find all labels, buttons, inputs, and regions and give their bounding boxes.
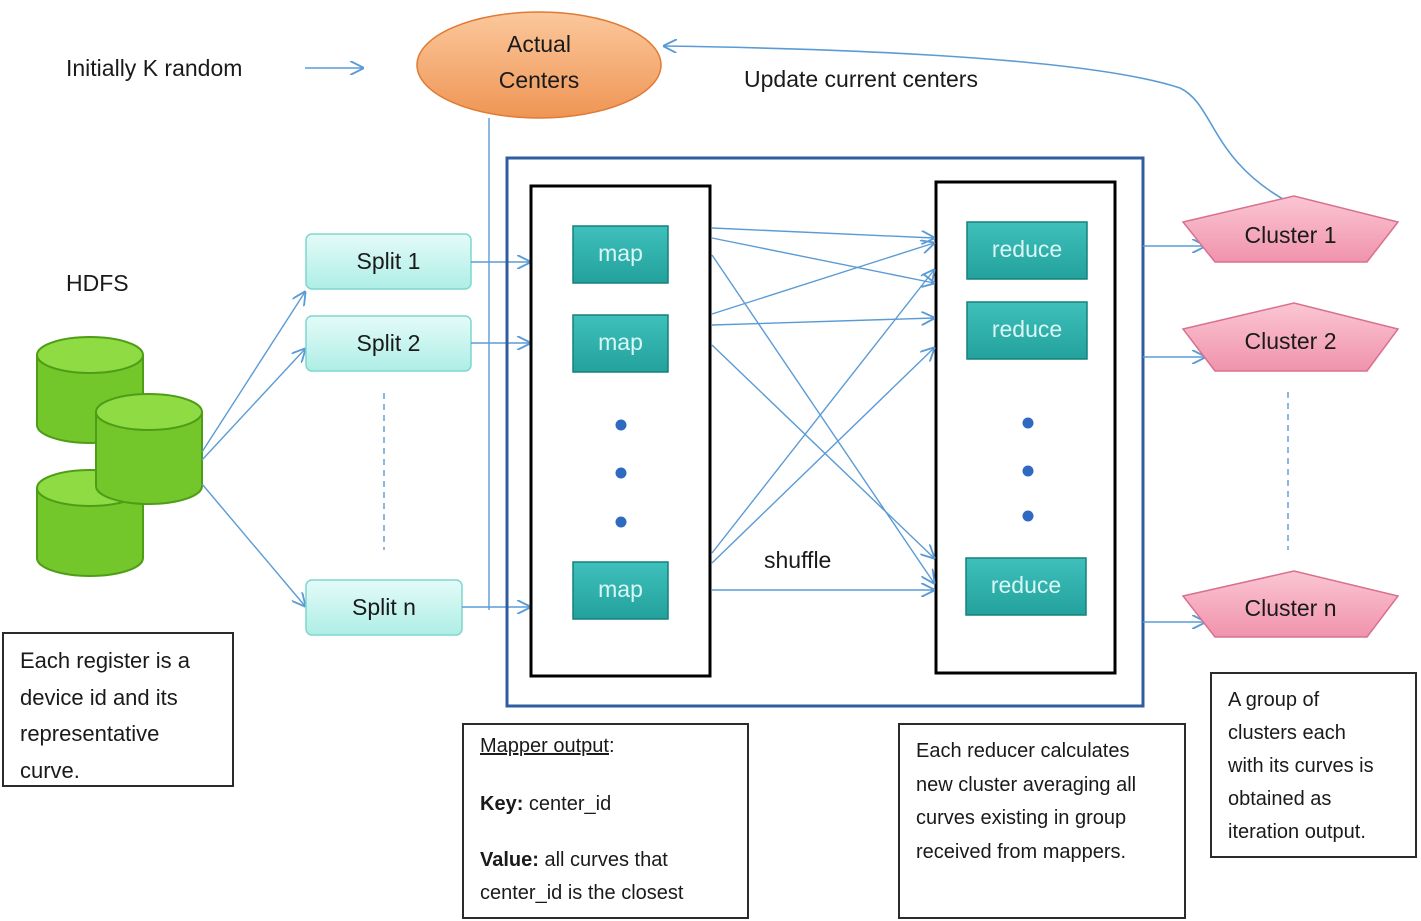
hdfs-to-split1-arrow [201,292,305,453]
reduce-box-2 [966,301,1088,360]
cluster-1-label: Cluster 1 [1244,222,1337,248]
cluster-note-line: iteration output. [1228,821,1366,843]
register-note-box: Each register is a device id and its rep… [2,632,234,787]
mapper-value-text: all curves that [538,849,668,871]
reducer-note-line: received from mappers. [916,840,1127,863]
cluster-note-line: with its curves is [1228,755,1374,777]
register-note-line: device id and its [20,684,178,710]
map-box-1 [572,225,669,284]
hdfs-label: HDFS [66,270,129,296]
reduce-box-1 [966,221,1088,280]
initially-k-random-label: Initially K random [66,55,243,81]
reducer-note-line: Each reducer calculates [916,740,1130,762]
map-ellipsis-dot [615,467,627,479]
reduce-n-label: reduce [990,572,1062,598]
reduce-ellipsis-dot [1022,417,1034,429]
reducer-note-box: Each reducer calculates new cluster aver… [898,723,1186,919]
cluster-note-box: A group of clusters each with its curves… [1210,672,1417,858]
cluster-n-label: Cluster n [1244,595,1337,621]
mapper-output-note-box: Mapper output: Key: center_id Value: all… [462,723,749,919]
mapper-value-text-line2: center_id is the closest [480,882,684,904]
hdfs-database-icon [36,336,203,577]
shuffle-label: shuffle [764,547,832,573]
register-note-line: curve. [20,757,80,783]
split-2-label: Split 2 [356,330,421,356]
reduce-ellipsis-dot [1022,465,1034,477]
actual-centers-label-line1: Actual [507,31,571,57]
map-n-label: map [598,576,643,602]
cluster-note-line: A group of [1228,689,1320,711]
map-2-label: map [598,329,643,355]
hdfs-to-splitn-arrow [201,483,305,606]
actual-centers-ellipse [416,11,662,119]
mapper-key-label: Key: [480,793,524,815]
register-note-line: representative [20,721,160,746]
cluster-n-shape [1181,570,1400,638]
reduce-2-label: reduce [991,316,1063,342]
cluster-2-label: Cluster 2 [1244,328,1337,354]
hdfs-to-split2-arrow [201,349,305,461]
split-n-label: Split n [352,594,416,620]
mapper-output-title-colon: : [608,735,615,757]
mapper-value-label: Value: [480,849,539,871]
cluster-1-shape [1181,195,1400,263]
reducer-note-line: curves existing in group [916,807,1127,829]
cluster-note-line: obtained as [1228,788,1332,810]
register-note-line: Each register is a [20,648,190,673]
mapreduce-frame [505,156,1145,708]
map-ellipsis-dot [615,516,627,528]
map-1-label: map [598,240,643,266]
reducer-note-line: new cluster averaging all [916,773,1137,796]
reduce-box-n [965,557,1087,616]
mapper-output-title: Mapper output [480,735,609,757]
cluster-2-shape [1181,302,1400,372]
cluster-note-line: clusters each [1228,722,1346,744]
update-current-centers-label: Update current centers [744,66,978,92]
mapper-key-value: center_id [523,793,612,815]
reduce-1-label: reduce [991,236,1063,262]
map-box-2 [572,314,669,373]
update-centers-arrow [664,46,1291,204]
map-box-n [572,561,669,620]
map-ellipsis-dot [615,419,627,431]
actual-centers-label-line2: Centers [498,67,580,93]
split-1-label: Split 1 [356,248,421,274]
shuffle-arrows [711,227,934,590]
reduce-ellipsis-dot [1022,510,1034,522]
